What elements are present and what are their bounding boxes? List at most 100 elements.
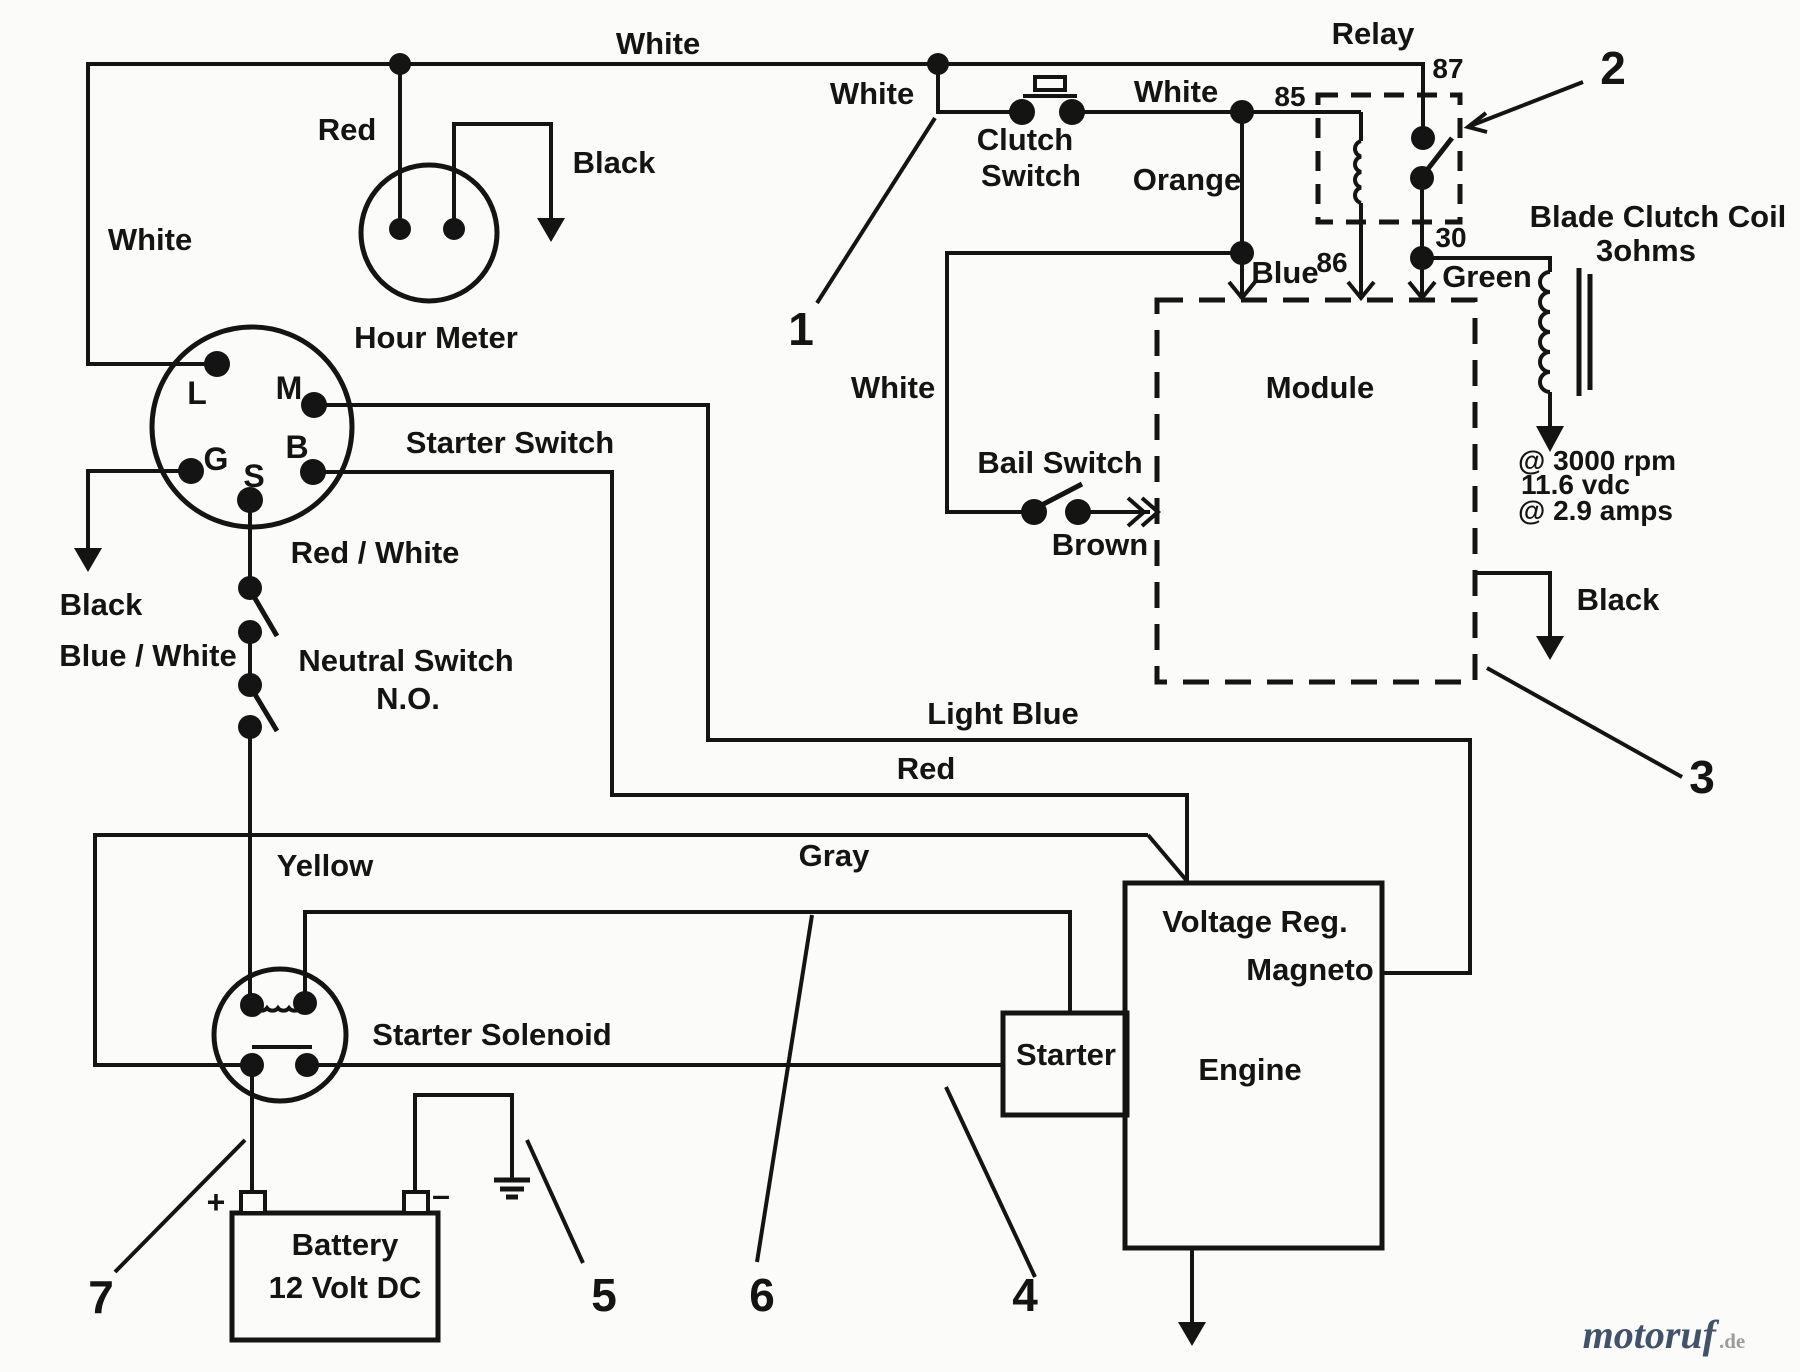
label-bail-switch: Bail Switch bbox=[977, 445, 1142, 480]
relay-contact-dot bbox=[1410, 246, 1434, 270]
hourmeter-terminal-dot bbox=[389, 218, 411, 240]
neutral-switch-blade-1 bbox=[250, 593, 280, 638]
solenoid-coil-icon bbox=[254, 1004, 302, 1013]
module-box bbox=[1154, 297, 1478, 685]
label-blue-white: Blue / White bbox=[59, 638, 236, 673]
label-white-left: White bbox=[108, 222, 192, 257]
solenoid-terminal-dot bbox=[293, 991, 317, 1015]
label-orange: Orange bbox=[1133, 162, 1242, 197]
label-starter: Starter bbox=[1016, 1037, 1116, 1072]
callout-3-line bbox=[1486, 666, 1683, 779]
neutral-switch-dot bbox=[238, 576, 262, 600]
ground-icon-keyswitch bbox=[74, 548, 102, 572]
label-magneto: Magneto bbox=[1246, 952, 1373, 987]
label-white-bail: White bbox=[851, 370, 935, 405]
callout-3: 3 bbox=[1689, 751, 1715, 803]
neutral-switch-dot bbox=[238, 715, 262, 739]
callout-2-arrowhead bbox=[1463, 111, 1488, 134]
label-white-top: White bbox=[616, 26, 700, 61]
label-relay-87: 87 bbox=[1432, 53, 1463, 84]
battery-box bbox=[229, 1210, 441, 1343]
label-spec-vdc: 11.6 vdc bbox=[1521, 469, 1630, 500]
battery-positive-terminal bbox=[239, 1190, 267, 1215]
watermark-logo: motoruf bbox=[1583, 1312, 1720, 1357]
ground-symbols bbox=[74, 218, 1564, 1346]
ground-icon-module bbox=[1536, 636, 1564, 660]
label-neutral-switch-1: Neutral Switch bbox=[298, 643, 513, 678]
label-relay: Relay bbox=[1332, 16, 1415, 51]
junction-dot bbox=[1230, 241, 1254, 265]
label-gray: Gray bbox=[799, 838, 870, 873]
label-blade-clutch-coil-1: Blade Clutch Coil bbox=[1530, 199, 1787, 234]
module-arrow-blue bbox=[1227, 280, 1257, 302]
module-arrow-green bbox=[1407, 280, 1437, 302]
dashed-boxes bbox=[1154, 92, 1478, 685]
clutch-button-icon bbox=[1023, 75, 1077, 98]
junction-dot bbox=[927, 53, 949, 75]
battery-negative-terminal bbox=[402, 1190, 430, 1215]
callout-2-line bbox=[1469, 80, 1584, 128]
text-labels: White White White Red Black Hour Meter R… bbox=[59, 16, 1786, 1323]
neutral-switch-dot bbox=[238, 620, 262, 644]
starter-solenoid-body bbox=[211, 966, 349, 1104]
label-red-engine: Red bbox=[897, 751, 956, 786]
label-terminal-m: M bbox=[276, 370, 303, 406]
relay-switch-blade bbox=[1422, 136, 1454, 176]
bail-arrow-chevron-1 bbox=[1126, 496, 1148, 528]
terminal-dot-m bbox=[301, 392, 327, 418]
callout-5-line bbox=[525, 1139, 585, 1264]
callout-7-line bbox=[113, 1138, 247, 1274]
label-spec-rpm: @ 3000 rpm bbox=[1518, 445, 1676, 476]
callout-1: 1 bbox=[788, 303, 814, 355]
wire-black-ground-g bbox=[86, 469, 191, 548]
label-relay-86: 86 bbox=[1316, 247, 1347, 278]
bail-switch-dot bbox=[1065, 499, 1091, 525]
chassis-ground-icon bbox=[494, 1177, 530, 1200]
wire-red-engine bbox=[313, 470, 1189, 883]
label-neutral-switch-2: N.O. bbox=[376, 681, 440, 716]
label-battery-minus: – bbox=[432, 1177, 450, 1213]
callout-4-line bbox=[944, 1086, 1037, 1278]
wire-clutch-branch bbox=[936, 64, 1022, 114]
wire-black-hourmeter bbox=[452, 122, 553, 229]
terminal-dot-s bbox=[237, 487, 263, 513]
label-terminal-b: B bbox=[285, 429, 308, 465]
label-clutch-switch-2: Switch bbox=[981, 158, 1081, 193]
junction-dot bbox=[389, 53, 411, 75]
hourmeter-terminal-dot bbox=[443, 218, 465, 240]
module-arrow-86 bbox=[1346, 280, 1376, 302]
wire-white-bail bbox=[945, 251, 1242, 514]
ground-icon-engine bbox=[1178, 1322, 1206, 1346]
callout-5: 5 bbox=[591, 1269, 617, 1321]
label-relay-85: 85 bbox=[1274, 81, 1305, 112]
bail-switch-dot bbox=[1021, 499, 1047, 525]
label-starter-solenoid: Starter Solenoid bbox=[372, 1017, 611, 1052]
hour-meter-body bbox=[358, 162, 500, 304]
label-white-clutch: White bbox=[1134, 74, 1218, 109]
wire-gray-diagonal bbox=[1146, 833, 1189, 883]
label-battery-plus: + bbox=[207, 1184, 226, 1220]
label-red-white: Red / White bbox=[291, 535, 460, 570]
terminal-dot-b bbox=[300, 459, 326, 485]
label-relay-30: 30 bbox=[1435, 222, 1466, 253]
wire-lightblue-magneto bbox=[314, 403, 1472, 975]
label-terminal-g: G bbox=[204, 441, 229, 477]
wire-solenoid-to-starter-top bbox=[303, 910, 1072, 1013]
ground-icon-hourmeter bbox=[537, 218, 565, 242]
junction-dot bbox=[1230, 100, 1254, 124]
label-yellow: Yellow bbox=[277, 848, 374, 883]
callout-4: 4 bbox=[1012, 1269, 1038, 1321]
label-hour-meter: Hour Meter bbox=[354, 320, 518, 355]
terminal-dot-g bbox=[178, 458, 204, 484]
terminal-dot-l bbox=[204, 351, 230, 377]
connection-dots bbox=[178, 53, 1435, 1077]
wire-battery-negative bbox=[413, 1093, 514, 1192]
label-module: Module bbox=[1266, 370, 1375, 405]
callout-6-line bbox=[755, 914, 814, 1263]
label-battery-spec: 12 Volt DC bbox=[269, 1270, 422, 1305]
coils bbox=[252, 139, 1593, 1049]
solenoid-terminal-dot bbox=[295, 1053, 319, 1077]
battery-terminals bbox=[239, 1190, 430, 1215]
label-voltage-reg: Voltage Reg. bbox=[1162, 904, 1347, 939]
starter-switch-body bbox=[149, 324, 355, 530]
